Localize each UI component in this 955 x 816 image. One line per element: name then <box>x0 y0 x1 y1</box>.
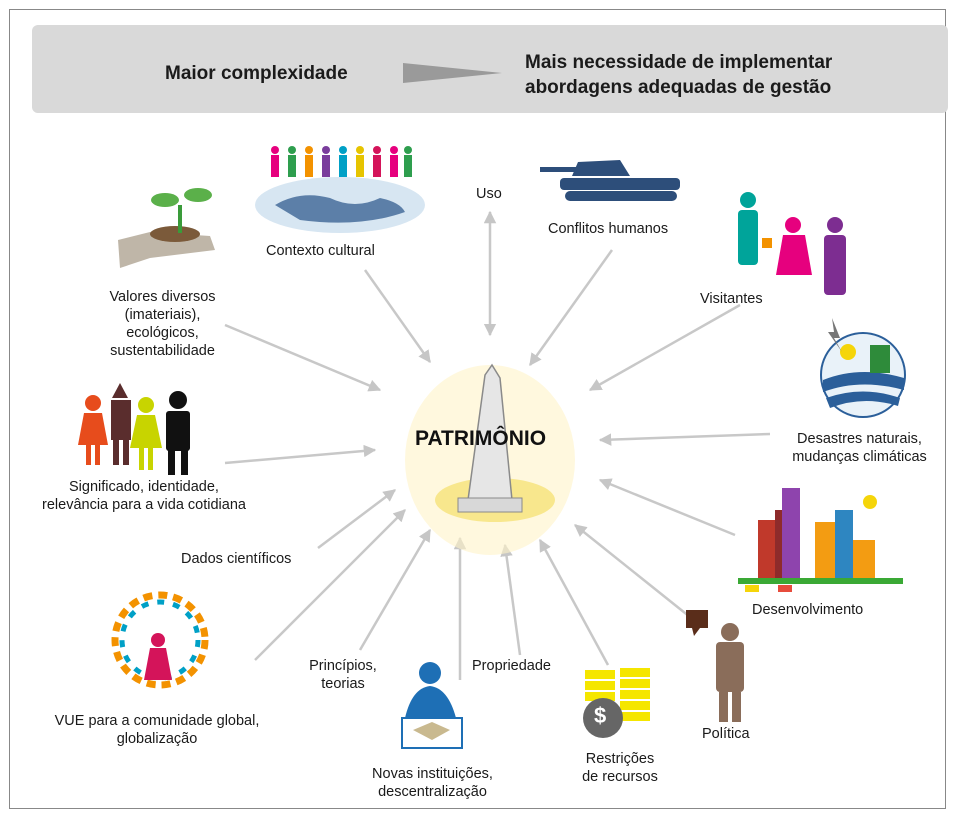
diagram-frame <box>9 9 946 809</box>
label-valores-line-3: ecológicos, <box>126 325 199 341</box>
politician-icon <box>686 610 744 722</box>
arrow-conflitos <box>528 249 614 367</box>
banner-right-line-2: abordagens adequadas de gestão <box>525 77 832 98</box>
storm-landscape-icon <box>820 318 906 418</box>
arrow-dados <box>317 489 396 549</box>
label-significado-line-2: relevância para a vida cotidiana <box>42 497 246 513</box>
label-valores-line-2: (imateriais), <box>124 307 201 323</box>
banner-left-text: Maior complexidade <box>165 63 348 84</box>
label-vue-line-1: VUE para a comunidade global, <box>54 713 260 729</box>
header-banner <box>32 25 948 113</box>
label-restricoes: Restrições de recursos <box>570 750 670 786</box>
label-significado-line-1: Significado, identidade, <box>69 479 219 495</box>
label-desastres-line-1: Desastres naturais, <box>797 431 922 447</box>
arrow-desastres <box>598 432 771 446</box>
label-significado: Significado, identidade, relevância para… <box>15 478 273 514</box>
label-valores-line-1: Valores diversos <box>109 289 216 305</box>
label-dados-cientificos: Dados científicos <box>181 551 292 567</box>
arrow-contexto <box>363 269 432 364</box>
money-coins-icon <box>583 668 650 738</box>
arrow-visitantes <box>588 303 741 392</box>
visitors-icon <box>738 192 846 295</box>
label-propriedade: Propriedade <box>472 658 551 674</box>
label-contexto-cultural: Contexto cultural <box>266 243 375 259</box>
label-visitantes: Visitantes <box>700 291 763 307</box>
label-principios-line-1: Princípios, <box>309 658 377 674</box>
arrow-valores <box>224 323 382 392</box>
arrow-restricoes <box>538 538 610 666</box>
label-desenvolvimento: Desenvolvimento <box>752 602 864 618</box>
arrow-propriedade <box>500 543 522 656</box>
label-desastres: Desastres naturais, mudanças climáticas <box>772 430 947 466</box>
label-instituicoes-line-1: Novas instituições, <box>372 766 493 782</box>
arrows <box>224 210 771 680</box>
label-valores-line-4: sustentabilidade <box>110 343 215 359</box>
arrow-vue <box>254 509 406 661</box>
banner-right-text: Mais necessidade de implementar abordage… <box>525 50 885 100</box>
arrow-politica <box>574 524 701 626</box>
family-icon <box>78 383 190 475</box>
label-restricoes-line-2: de recursos <box>582 769 658 785</box>
arrow-principios <box>358 528 432 651</box>
label-valores: Valores diversos (imateriais), ecológico… <box>75 288 250 360</box>
tank-icon <box>540 160 680 201</box>
arrow-significado <box>224 444 377 465</box>
banner-right-line-1: Mais necessidade de implementar <box>525 52 833 73</box>
label-principios: Princípios, teorias <box>298 657 388 693</box>
plant-in-hand-icon <box>118 188 215 268</box>
arrow-desenvolvimento <box>598 478 736 537</box>
people-circle-icon <box>111 591 209 689</box>
monument-icon <box>405 363 575 555</box>
label-instituicoes-line-2: descentralização <box>378 784 487 800</box>
speaker-podium-icon <box>401 662 463 749</box>
city-icon <box>738 488 903 592</box>
label-conflitos-humanos: Conflitos humanos <box>548 221 669 237</box>
globe-people-icon <box>255 146 425 233</box>
label-vue-line-2: globalização <box>116 731 198 747</box>
label-instituicoes: Novas instituições, descentralização <box>345 765 520 801</box>
label-politica: Política <box>702 726 750 742</box>
dollar-sign-icon: $ <box>594 703 607 728</box>
label-principios-line-2: teorias <box>321 676 365 692</box>
label-restricoes-line-1: Restrições <box>585 751 655 767</box>
label-uso: Uso <box>476 186 502 202</box>
center-label: PATRIMÔNIO <box>415 427 547 450</box>
label-vue: VUE para a comunidade global, globalizaç… <box>38 712 276 748</box>
label-desastres-line-2: mudanças climáticas <box>792 449 927 465</box>
